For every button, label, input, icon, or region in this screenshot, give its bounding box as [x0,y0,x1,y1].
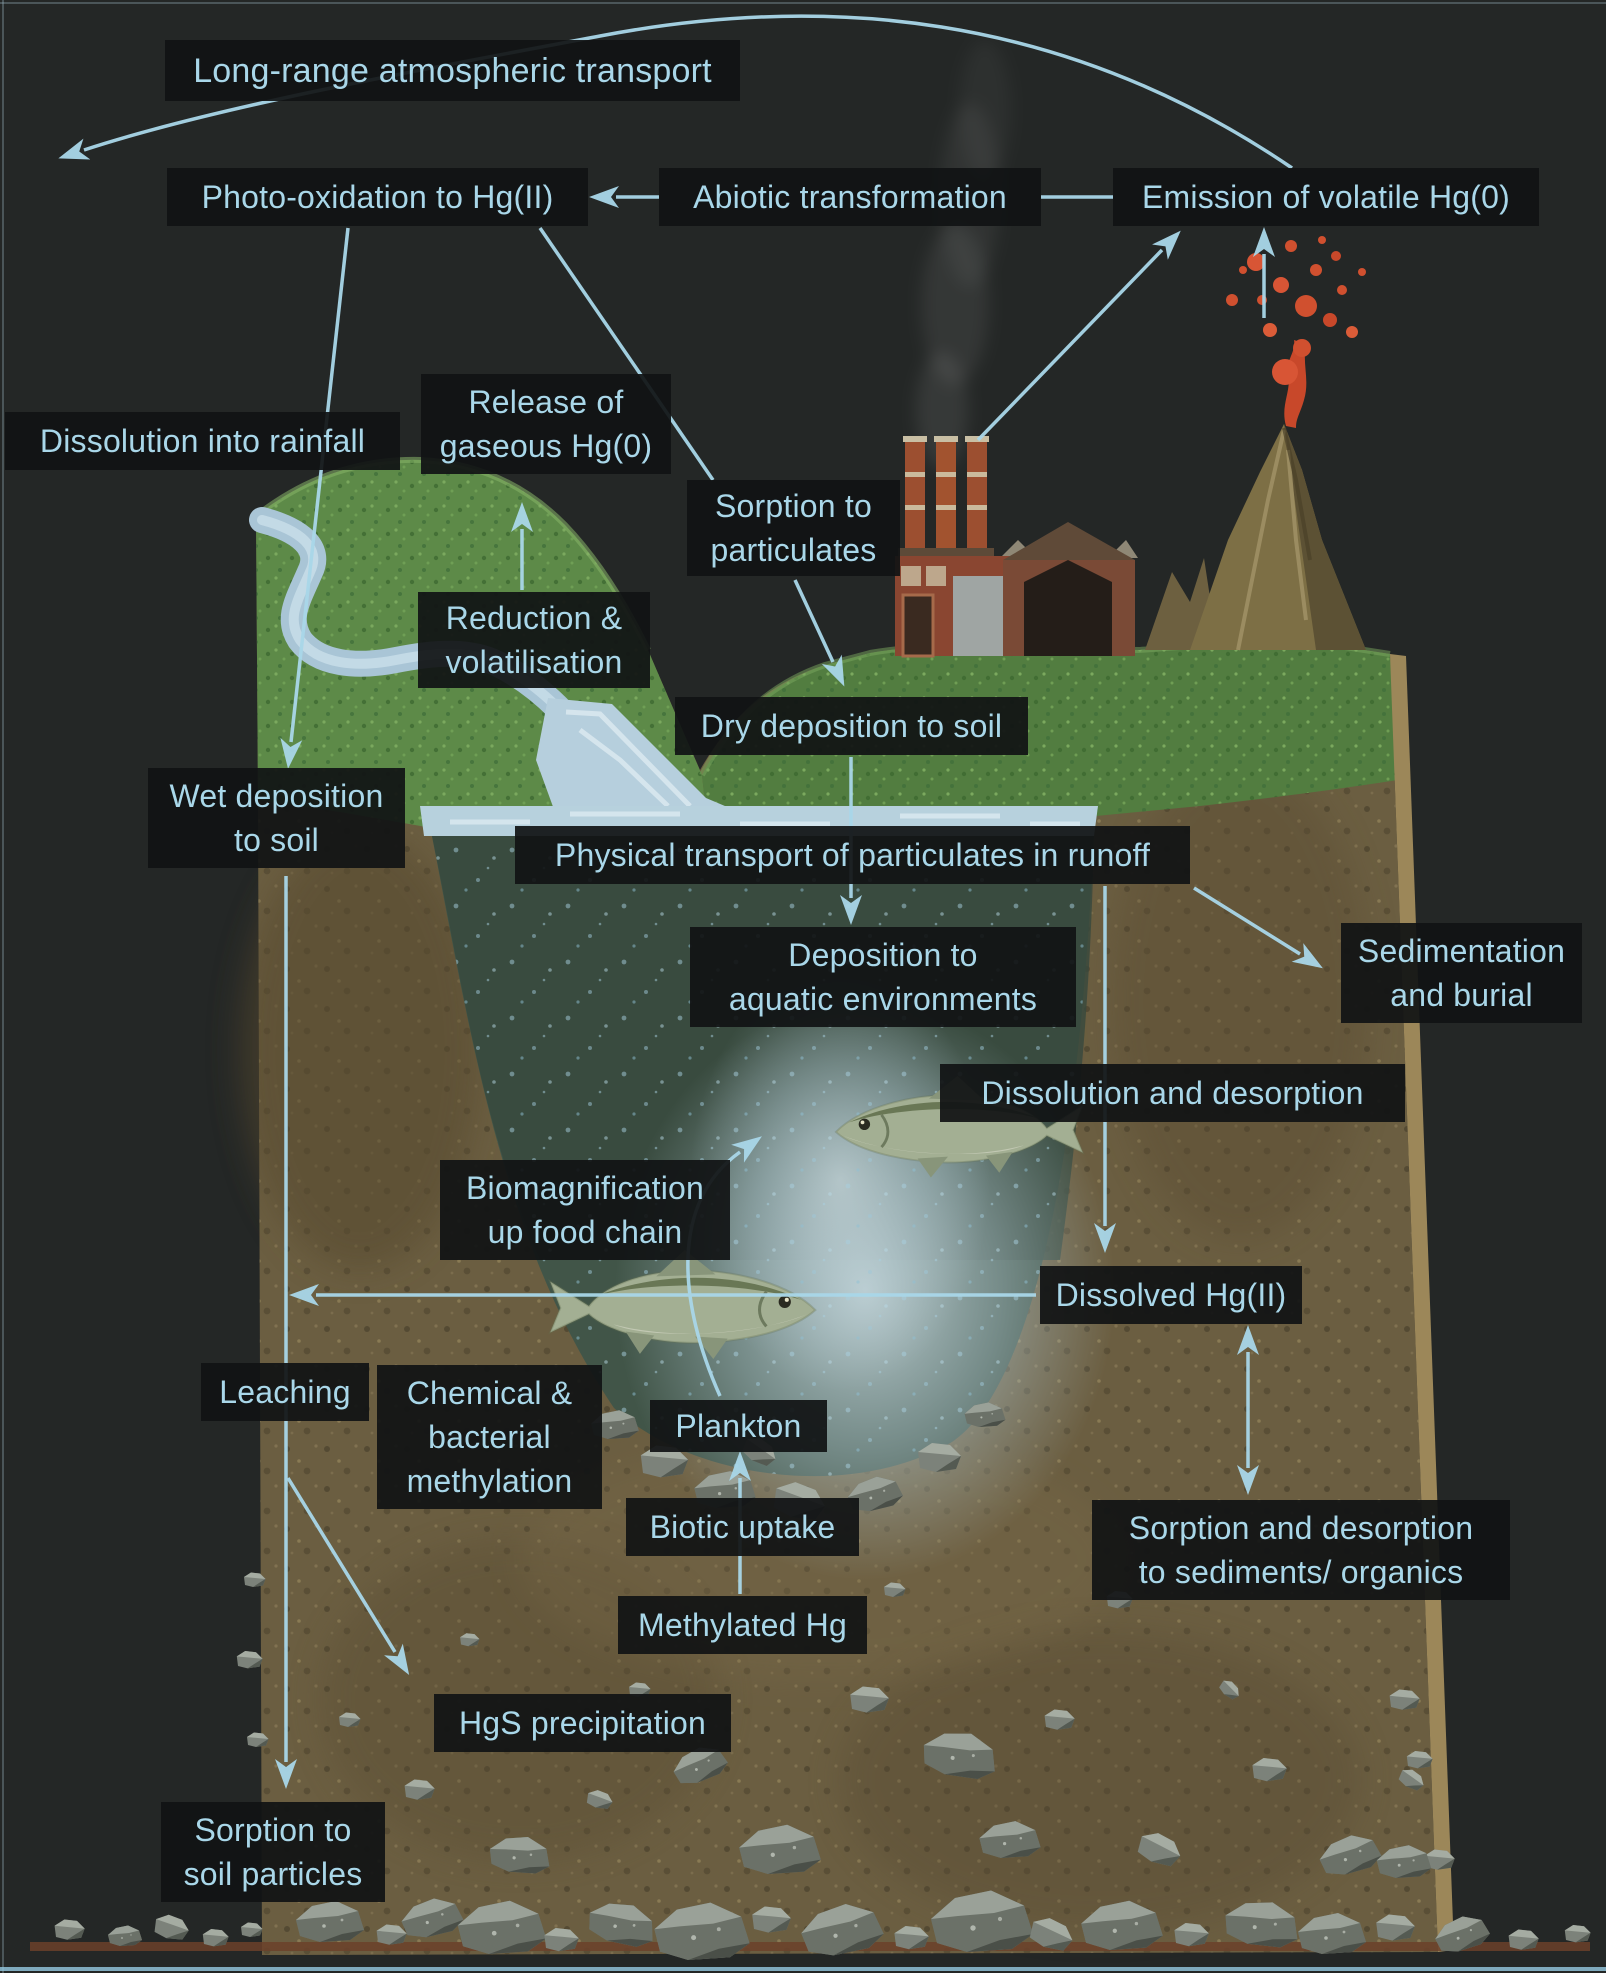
factory-building [895,522,1138,658]
arrow-hgs-precipitation [286,1477,410,1675]
label-chemical-methylation: Chemical & bacterial methylation [377,1365,602,1509]
label-plankton: Plankton [650,1400,827,1452]
label-reduction-volatilisation: Reduction & volatilisation [418,592,650,688]
frame-edge-top [0,2,1606,4]
label-dissolution-rainfall: Dissolution into rainfall [5,412,400,470]
arrow-long-range-transport [58,14,1293,170]
label-sedimentation-burial: Sedimentation and burial [1341,923,1582,1023]
arrow-photoox-to-wet-deposition [280,227,350,769]
arrow-sorption-to-dry-deposition [793,579,845,687]
label-dissolution-desorption: Dissolution and desorption [940,1064,1405,1122]
label-emission-volatile-hg: Emission of volatile Hg(0) [1113,168,1539,226]
label-abiotic-transformation: Abiotic transformation [659,168,1041,226]
factory [895,40,1138,658]
label-biomagnification: Biomagnification up food chain [440,1160,730,1260]
label-long-range-transport: Long-range atmospheric transport [165,40,740,101]
label-physical-transport-runoff: Physical transport of particulates in ru… [515,826,1190,884]
label-dry-deposition: Dry deposition to soil [675,697,1028,755]
label-leaching: Leaching [201,1363,369,1421]
grass-right-hill [699,641,1398,820]
line-photoox-to-sorption-particulates [538,227,715,481]
label-sorption-sediments: Sorption and desorption to sediments/ or… [1092,1500,1510,1600]
label-sorption-particulates: Sorption to particulates [687,480,900,576]
label-hgs-precipitation: HgS precipitation [434,1694,731,1752]
label-wet-deposition: Wet deposition to soil [148,768,405,868]
volcano [1145,236,1366,651]
ground-rocks [30,1890,1591,1960]
factory-chimneys [898,436,994,563]
label-release-gaseous-hg: Release of gaseous Hg(0) [421,374,671,474]
frame-edge-left [2,0,4,1973]
arrow-factory-to-emission [976,230,1181,442]
frame-edge-bottom [0,1967,1606,1971]
arrow-runoff-to-sedimentation [1193,886,1323,969]
label-photo-oxidation: Photo-oxidation to Hg(II) [167,168,588,226]
factory-smoke [916,40,1011,468]
label-biotic-uptake: Biotic uptake [626,1498,859,1556]
label-dissolved-hg: Dissolved Hg(II) [1040,1266,1302,1324]
lava-eruption [1226,236,1366,428]
label-deposition-aquatic: Deposition to aquatic environments [690,927,1076,1027]
label-sorption-soil: Sorption to soil particles [161,1802,385,1902]
label-methylated-hg: Methylated Hg [618,1596,867,1654]
